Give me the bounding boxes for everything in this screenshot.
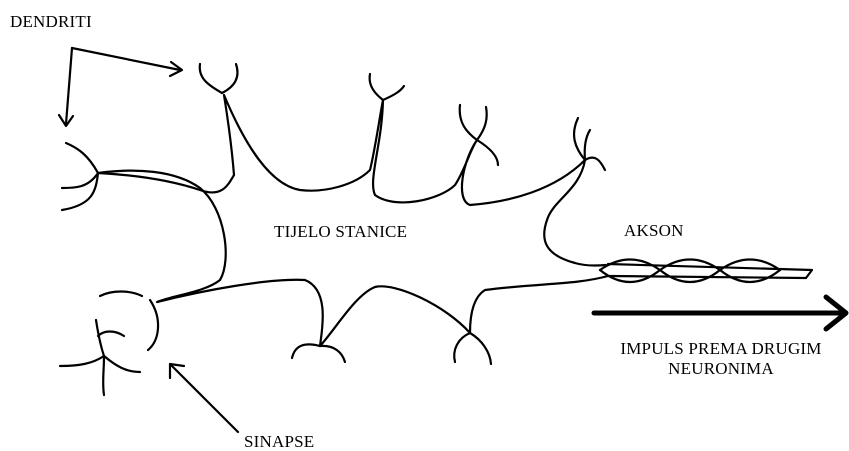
dendrite-tip-3: [460, 105, 498, 165]
cell-body-label: TIJELO STANICE: [274, 222, 407, 242]
dendrite-tip-4: [574, 118, 605, 170]
dendrite-tip-left: [62, 143, 98, 210]
synapse-arrow: [170, 364, 238, 432]
dendrites-arrow: [59, 48, 182, 126]
dendrite-tip-bottom-1: [292, 344, 345, 362]
axon: [600, 260, 812, 283]
axon-label: AKSON: [624, 221, 684, 241]
cell-body-outline: [98, 171, 608, 346]
impulse-arrow: [594, 297, 846, 329]
dendrites-label: DENDRITI: [10, 12, 92, 32]
dendrite-tip-2: [370, 74, 404, 100]
dendrite-tip-1: [200, 64, 238, 93]
synapse-region: [60, 292, 158, 396]
synapses-label: SINAPSE: [244, 432, 314, 451]
dendrite-tip-bottom-2: [454, 333, 491, 364]
impulse-label-line2: NEURONIMA: [598, 359, 844, 379]
impulse-label-line1: IMPULS PREMA DRUGIM: [598, 339, 844, 359]
